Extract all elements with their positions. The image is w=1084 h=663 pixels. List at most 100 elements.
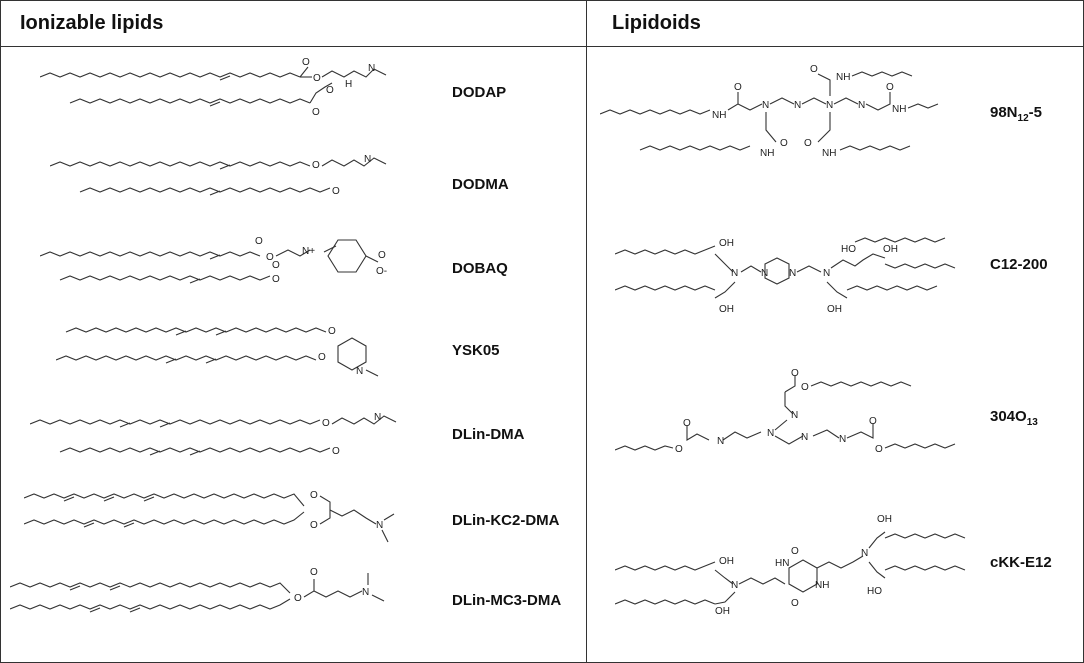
svg-text:O: O bbox=[318, 352, 326, 363]
label-dodma: DODMA bbox=[452, 176, 509, 193]
svg-text:O: O bbox=[886, 82, 894, 93]
structure-c12-200: OH N N N N HO OH OH OH bbox=[615, 237, 956, 315]
svg-text:O: O bbox=[313, 73, 321, 84]
svg-text:OH: OH bbox=[715, 606, 730, 617]
svg-text:N: N bbox=[839, 434, 846, 445]
header-divider bbox=[0, 46, 1084, 47]
svg-text:OH: OH bbox=[719, 556, 734, 567]
svg-text:O: O bbox=[310, 567, 318, 578]
label-304o13-main: 304O bbox=[990, 408, 1027, 425]
svg-text:N: N bbox=[794, 100, 801, 111]
svg-text:NH: NH bbox=[815, 580, 829, 591]
svg-text:O: O bbox=[332, 186, 340, 197]
svg-text:N: N bbox=[861, 548, 868, 559]
label-dlin-kc2-dma: DLin-KC2-DMA bbox=[452, 512, 560, 529]
svg-text:HO: HO bbox=[841, 244, 856, 255]
svg-text:NH: NH bbox=[892, 104, 906, 115]
svg-text:HO: HO bbox=[867, 586, 882, 597]
svg-text:O: O bbox=[810, 64, 818, 75]
svg-text:O: O bbox=[302, 57, 310, 68]
svg-text:O: O bbox=[326, 85, 334, 96]
structure-dlin-mc3-dma: O O N bbox=[10, 567, 385, 613]
svg-text:HN: HN bbox=[775, 558, 789, 569]
svg-text:N: N bbox=[791, 410, 798, 421]
svg-text:O: O bbox=[683, 418, 691, 429]
svg-text:O: O bbox=[801, 382, 809, 393]
svg-text:N: N bbox=[374, 412, 381, 423]
svg-text:N: N bbox=[858, 100, 865, 111]
svg-text:N: N bbox=[362, 587, 369, 598]
structure-dodma: O N O bbox=[50, 154, 387, 197]
label-304o13-sub: 13 bbox=[1026, 417, 1038, 428]
svg-text:O: O bbox=[312, 160, 320, 171]
label-98n12-5-sub: 12 bbox=[1017, 113, 1029, 124]
svg-text:O: O bbox=[310, 490, 318, 501]
svg-text:O: O bbox=[791, 368, 799, 379]
svg-text:N: N bbox=[368, 63, 375, 74]
label-304o13: 304O13 bbox=[990, 408, 1038, 428]
structure-304o13: O O N N N N O O N O O bbox=[615, 368, 956, 455]
svg-text:O: O bbox=[780, 138, 788, 149]
svg-text:O: O bbox=[266, 252, 274, 263]
svg-text:NH: NH bbox=[760, 148, 774, 159]
svg-text:N: N bbox=[731, 268, 738, 279]
header-lipidoids: Lipidoids bbox=[612, 12, 701, 34]
svg-text:O: O bbox=[322, 418, 330, 429]
structure-ckk-e12: OH N O HN NH O N OH HO OH bbox=[615, 514, 966, 617]
svg-text:N: N bbox=[717, 436, 724, 447]
label-dodap: DODAP bbox=[452, 84, 507, 101]
structure-dlin-dma: O N O bbox=[30, 412, 397, 457]
svg-text:O: O bbox=[272, 274, 280, 285]
header-ionizable-lipids: Ionizable lipids bbox=[20, 12, 164, 34]
svg-text:O: O bbox=[804, 138, 812, 149]
svg-text:N: N bbox=[731, 580, 738, 591]
svg-text:OH: OH bbox=[877, 514, 892, 525]
label-c12-200: C12-200 bbox=[990, 256, 1048, 273]
svg-text:OH: OH bbox=[827, 304, 842, 315]
svg-text:NH: NH bbox=[836, 72, 850, 83]
svg-text:O: O bbox=[332, 446, 340, 457]
svg-text:O: O bbox=[378, 250, 386, 261]
svg-text:N: N bbox=[376, 520, 383, 531]
structure-ysk05: O O N bbox=[56, 326, 379, 377]
column-divider bbox=[586, 0, 587, 663]
svg-text:OH: OH bbox=[719, 304, 734, 315]
svg-text:OH: OH bbox=[719, 238, 734, 249]
svg-text:N: N bbox=[826, 100, 833, 111]
label-98n12-5-suffix: -5 bbox=[1028, 104, 1042, 121]
svg-text:O-: O- bbox=[376, 266, 387, 277]
svg-text:N: N bbox=[356, 366, 363, 377]
svg-text:N: N bbox=[789, 268, 796, 279]
svg-text:O: O bbox=[328, 326, 336, 337]
label-98n12-5: 98N12-5 bbox=[990, 104, 1042, 124]
svg-text:NH: NH bbox=[822, 148, 836, 159]
svg-text:O: O bbox=[312, 107, 320, 118]
structure-dlin-kc2-dma: O O N bbox=[24, 490, 395, 543]
svg-text:O: O bbox=[294, 593, 302, 604]
svg-text:O: O bbox=[734, 82, 742, 93]
label-98n12-5-main: 98N bbox=[990, 104, 1018, 121]
svg-text:O: O bbox=[255, 236, 263, 247]
svg-text:O: O bbox=[869, 416, 877, 427]
svg-text:N: N bbox=[364, 154, 371, 165]
label-dobaq: DOBAQ bbox=[452, 260, 508, 277]
svg-text:NH: NH bbox=[712, 110, 726, 121]
svg-text:N: N bbox=[823, 268, 830, 279]
svg-text:N: N bbox=[801, 432, 808, 443]
structure-dodap: O O N H O O bbox=[40, 57, 387, 118]
svg-text:N: N bbox=[762, 100, 769, 111]
svg-text:N: N bbox=[767, 428, 774, 439]
svg-text:O: O bbox=[875, 444, 883, 455]
svg-text:OH: OH bbox=[883, 244, 898, 255]
structure-98n12-5: NH O N N N N O NH O NH NH O O NH bbox=[600, 64, 939, 159]
label-ckk-e12: cKK-E12 bbox=[990, 554, 1052, 571]
svg-text:N+: N+ bbox=[302, 246, 315, 257]
label-ysk05: YSK05 bbox=[452, 342, 500, 359]
svg-text:N: N bbox=[761, 268, 768, 279]
svg-text:H: H bbox=[345, 79, 352, 90]
label-dlin-dma: DLin-DMA bbox=[452, 426, 525, 443]
svg-text:O: O bbox=[272, 260, 280, 271]
structure-dobaq: O O N+ O- O O O bbox=[40, 236, 387, 285]
svg-text:O: O bbox=[791, 546, 799, 557]
svg-text:O: O bbox=[675, 444, 683, 455]
